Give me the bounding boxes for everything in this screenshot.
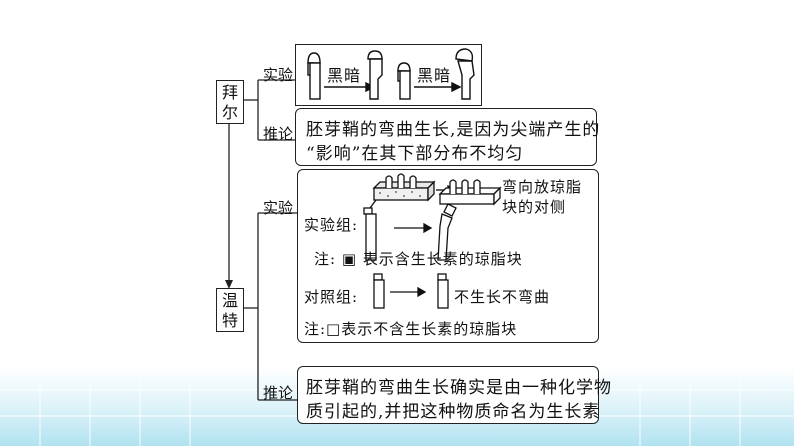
went-inference-tag: 推论 (263, 384, 294, 402)
bayer-inference-line-2: “影响”在其下部分布不均匀 (306, 144, 524, 164)
went-control-group-label: 对照组: (304, 288, 359, 306)
bayer-experiment-box (295, 44, 482, 106)
bayer-inference-line-1: 胚芽鞘的弯曲生长,是因为尖端产生的 (306, 120, 601, 140)
went-note-control: 注:□表示不含生长素的琼脂块 (304, 320, 518, 338)
went-experiment-figure (363, 173, 502, 309)
bayer-dark-label-1: 黑暗 (327, 66, 362, 85)
scientist-label-went: 温特 (216, 288, 244, 332)
bayer-inference-box: 胚芽鞘的弯曲生长,是因为尖端产生的 “影响”在其下部分布不均匀 (295, 108, 601, 166)
bayer-dark-label-2: 黑暗 (417, 66, 452, 85)
went-experiment-group-label: 实验组: (304, 216, 359, 234)
bayer-experiment-tag: 实验 (263, 66, 294, 84)
went-side-note-line-1: 弯向放琼脂 (502, 178, 583, 196)
went-experiment-tag: 实验 (263, 199, 294, 217)
went-side-note-line-2: 块的对侧 (502, 198, 567, 216)
bayer-experiment-figure (307, 48, 475, 100)
scientist-label-bayer: 拜尔 (216, 80, 244, 124)
went-note-experiment: 注: ▣ 表示含生长素的琼脂块 (314, 250, 523, 268)
bayer-inference-tag: 推论 (263, 125, 294, 143)
went-inference-box: 胚芽鞘的弯曲生长确实是由一种化学物 质引起的,并把这种物质命名为生长素 (297, 366, 611, 424)
went-experiment-box: 弯向放琼脂 块的对侧 实验组: 注: ▣ 表示含生长素的琼脂块 对照组: 不生长… (297, 169, 599, 343)
went-inference-line-2: 质引起的,并把这种物质命名为生长素 (306, 402, 601, 422)
went-inference-line-1: 胚芽鞘的弯曲生长确实是由一种化学物 (306, 378, 612, 398)
went-control-result: 不生长不弯曲 (454, 288, 551, 306)
